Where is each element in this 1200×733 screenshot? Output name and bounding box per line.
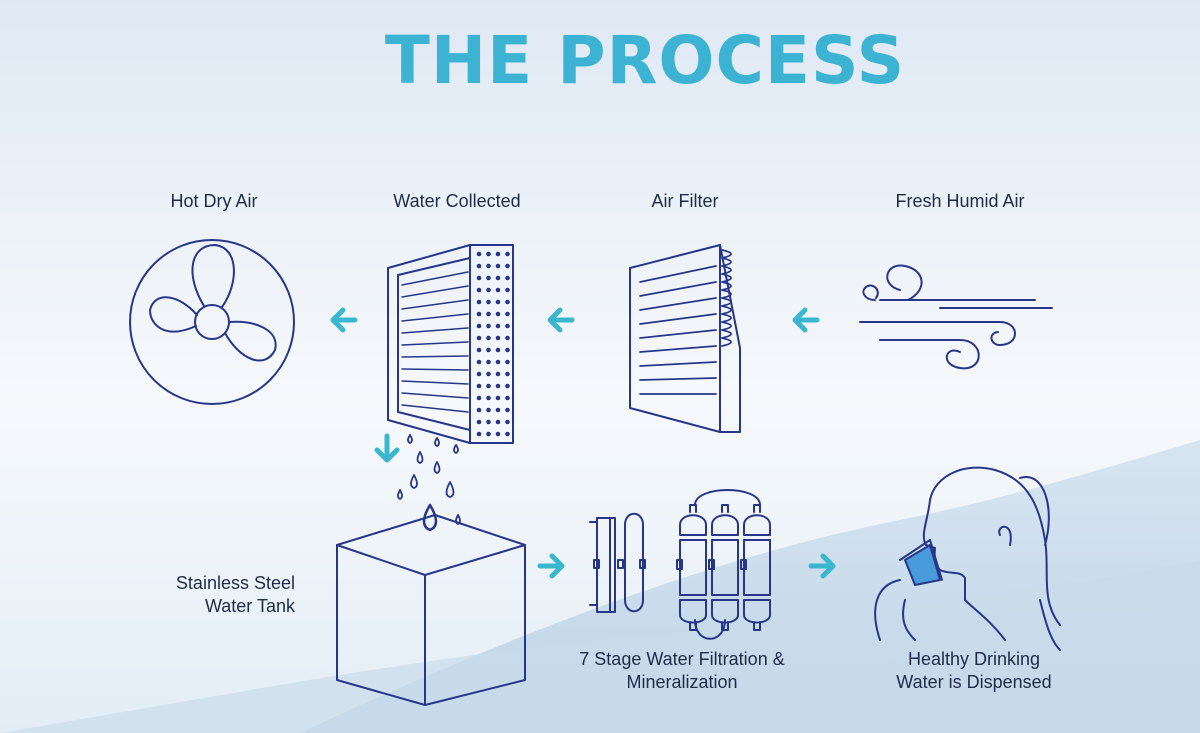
label-dispensed-line2: Water is Dispensed — [896, 672, 1052, 692]
label-tank: Stainless Steel Water Tank — [176, 572, 295, 618]
water-collector-icon — [387, 244, 514, 444]
air-filter-icon — [629, 244, 741, 433]
label-filtration-line2: Mineralization — [626, 672, 738, 692]
wind-icon — [859, 264, 1053, 370]
label-water-collected: Water Collected — [393, 191, 521, 211]
arrow-left-icon — [330, 307, 820, 333]
label-fresh-humid-air: Fresh Humid Air — [895, 191, 1025, 211]
label-dispensed: Healthy Drinking Water is Dispensed — [896, 648, 1051, 694]
label-tank-line1: Stainless Steel — [175, 573, 295, 593]
label-tank-line2: Water Tank — [204, 596, 295, 616]
label-hot-dry-air: Hot Dry Air — [170, 191, 258, 211]
fan-icon — [129, 239, 295, 405]
water-drops-icon — [397, 434, 461, 532]
page-title: THE PROCESS — [384, 22, 906, 99]
filtration-icon — [589, 489, 771, 640]
arrow-down-icon — [374, 433, 400, 463]
label-air-filter: Air Filter — [651, 191, 719, 211]
label-filtration-line1: 7 Stage Water Filtration & — [579, 649, 785, 669]
arrow-right-icon — [537, 553, 836, 579]
label-filtration: 7 Stage Water Filtration & Mineralizatio… — [579, 648, 784, 694]
label-dispensed-line1: Healthy Drinking — [907, 649, 1041, 669]
water-tank-icon — [336, 514, 526, 706]
woman-drinking-icon — [874, 466, 1061, 651]
